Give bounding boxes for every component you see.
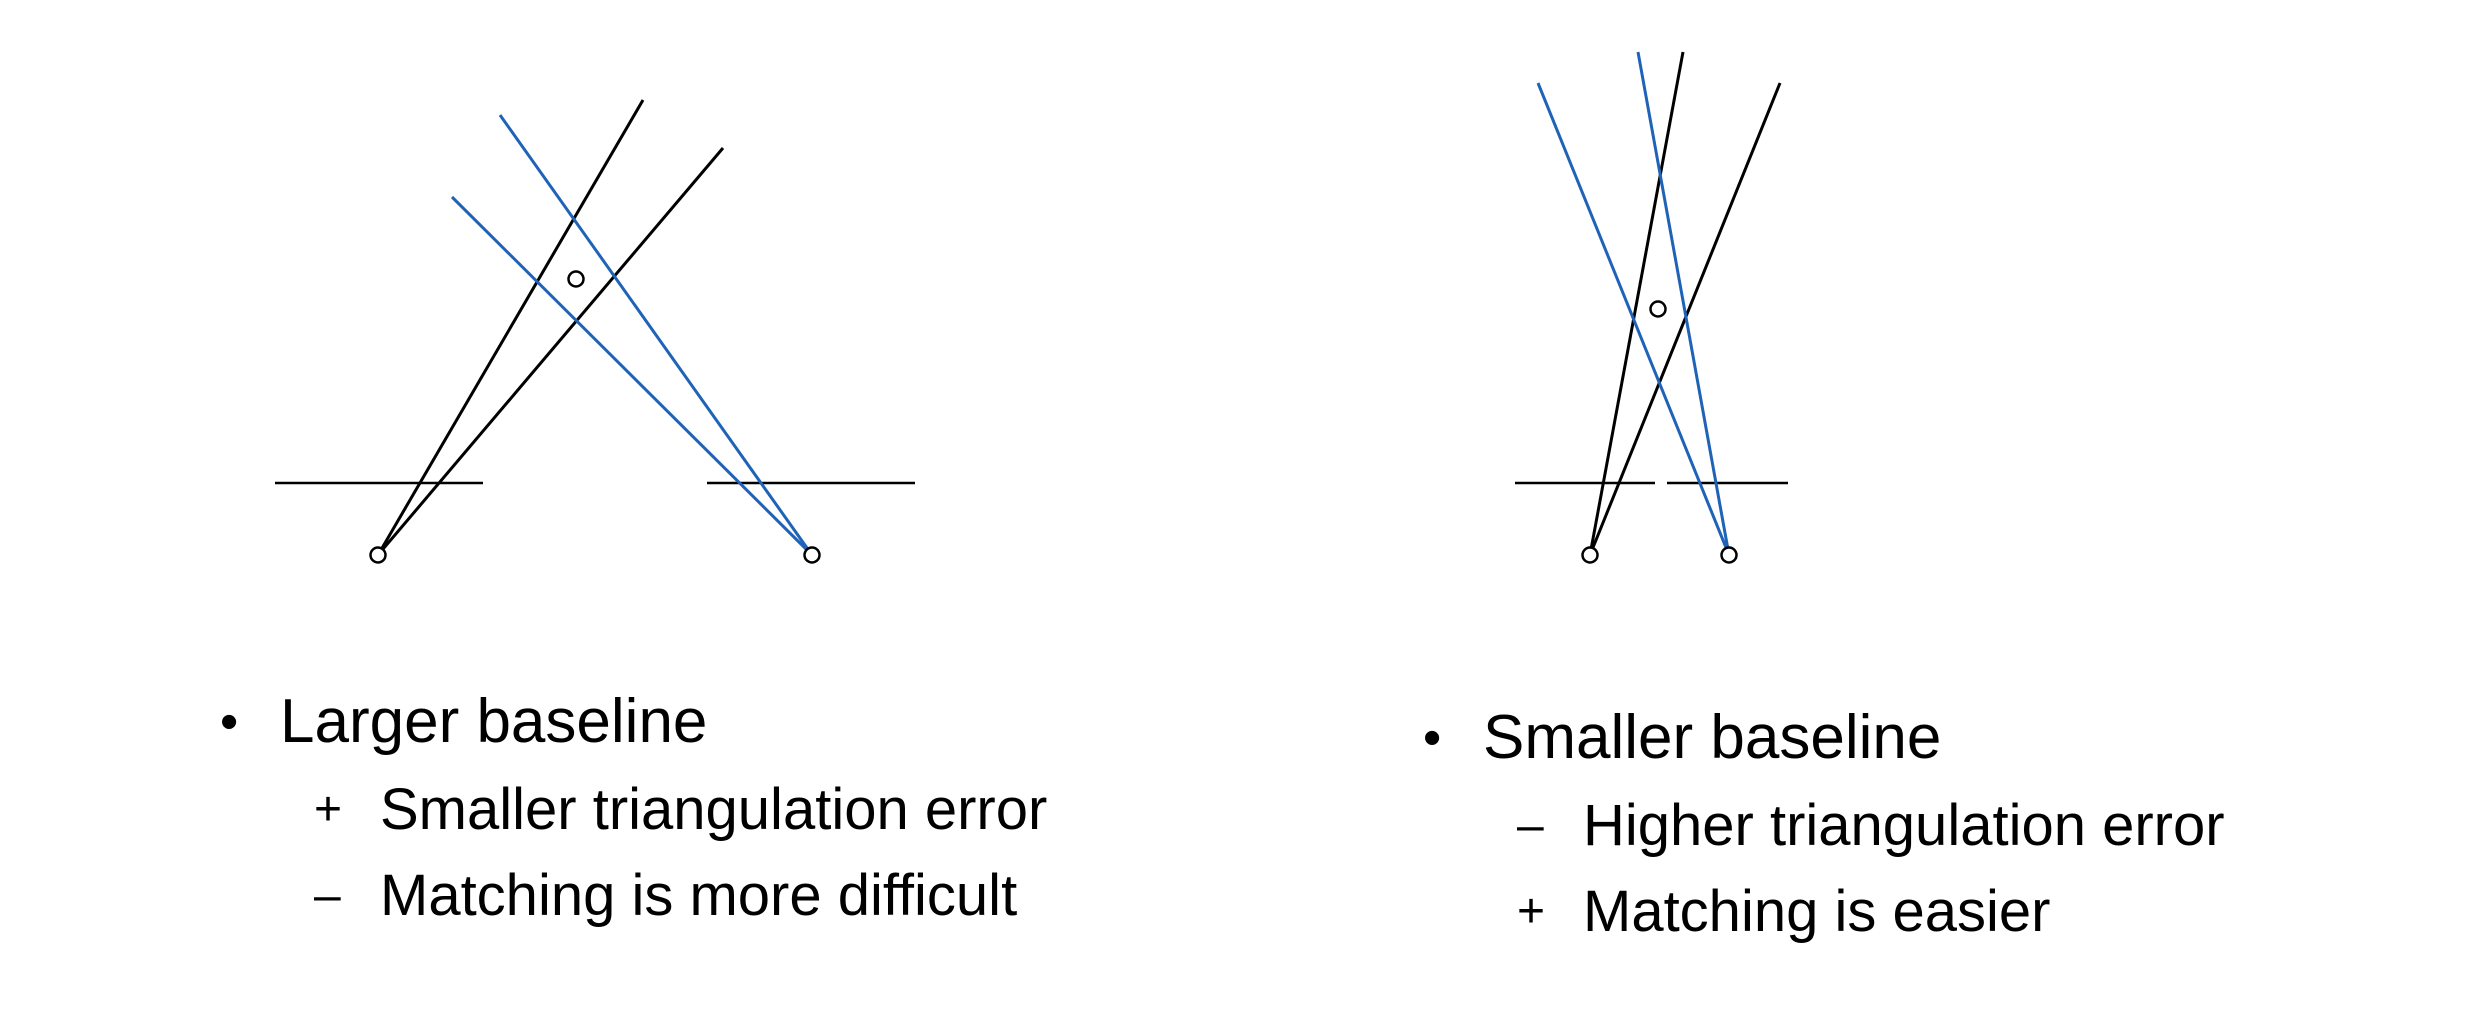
minus-sign: – bbox=[1517, 799, 1544, 852]
left-3d-point bbox=[567, 270, 585, 288]
right-camera-center-1 bbox=[1581, 546, 1599, 564]
large-baseline-notes: • Larger baseline + Smaller triangulatio… bbox=[220, 691, 1047, 953]
small-baseline-heading: Smaller baseline bbox=[1483, 703, 1942, 772]
minus-sign: – bbox=[314, 869, 341, 922]
left-camera-center-2 bbox=[803, 546, 821, 564]
left-ray-black-2 bbox=[376, 147, 725, 556]
right-ray-blue-1 bbox=[1636, 51, 1731, 556]
plus-sign: + bbox=[314, 783, 343, 836]
sub-item-text: Matching is more difficult bbox=[380, 863, 1018, 928]
plus-sign: + bbox=[1517, 885, 1546, 938]
large-baseline-pro: + Smaller triangulation error bbox=[314, 781, 1047, 839]
bullet-marker: • bbox=[1423, 709, 1442, 767]
left-ray-black-1 bbox=[376, 99, 645, 556]
large-baseline-subitems: + Smaller triangulation error – Matching… bbox=[314, 781, 1047, 925]
sub-item-text: Smaller triangulation error bbox=[380, 777, 1048, 842]
sub-item-text: Matching is easier bbox=[1583, 879, 2051, 944]
bullet-marker: • bbox=[220, 693, 239, 751]
large-baseline-figure bbox=[275, 99, 915, 564]
left-ray-blue-1 bbox=[498, 114, 814, 556]
left-camera-center-1 bbox=[369, 546, 387, 564]
large-baseline-con: – Matching is more difficult bbox=[314, 867, 1047, 925]
small-baseline-subitems: – Higher triangulation error + Matching … bbox=[1517, 797, 2225, 941]
large-baseline-heading: Larger baseline bbox=[280, 687, 708, 756]
right-ray-black-1 bbox=[1588, 51, 1685, 556]
sub-item-text: Higher triangulation error bbox=[1583, 793, 2225, 858]
small-baseline-pro: + Matching is easier bbox=[1517, 883, 2225, 941]
small-baseline-notes: • Smaller baseline – Higher triangulatio… bbox=[1423, 707, 2225, 969]
right-ray-blue-2 bbox=[1536, 82, 1731, 556]
large-baseline-heading-row: • Larger baseline bbox=[220, 691, 1047, 753]
small-baseline-heading-row: • Smaller baseline bbox=[1423, 707, 2225, 769]
right-3d-point bbox=[1649, 300, 1667, 318]
left-ray-blue-2 bbox=[450, 195, 814, 557]
right-camera-center-2 bbox=[1720, 546, 1738, 564]
small-baseline-figure bbox=[1515, 51, 1788, 564]
small-baseline-con: – Higher triangulation error bbox=[1517, 797, 2225, 855]
